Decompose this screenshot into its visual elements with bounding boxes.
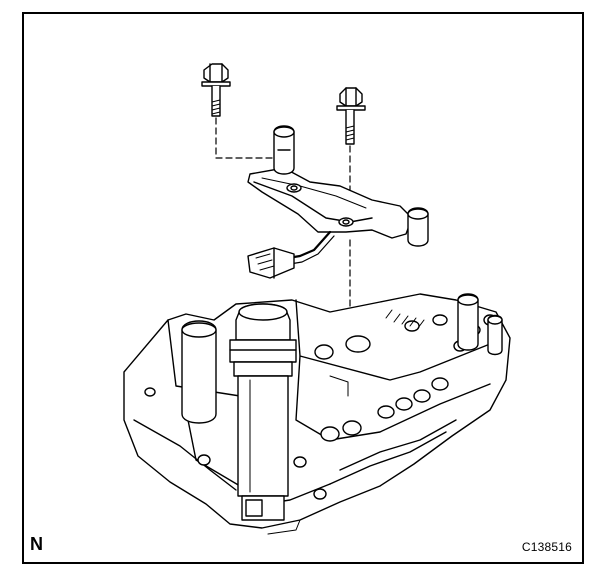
valve-body bbox=[123, 293, 511, 529]
wire-harness-bracket bbox=[247, 125, 429, 279]
bolt-left bbox=[201, 63, 231, 117]
bolt-right bbox=[336, 87, 366, 145]
corner-letter: N bbox=[30, 534, 43, 554]
figure-code: C138516 bbox=[521, 540, 572, 554]
solenoid-valve bbox=[229, 303, 297, 521]
detail-lines bbox=[267, 375, 349, 535]
